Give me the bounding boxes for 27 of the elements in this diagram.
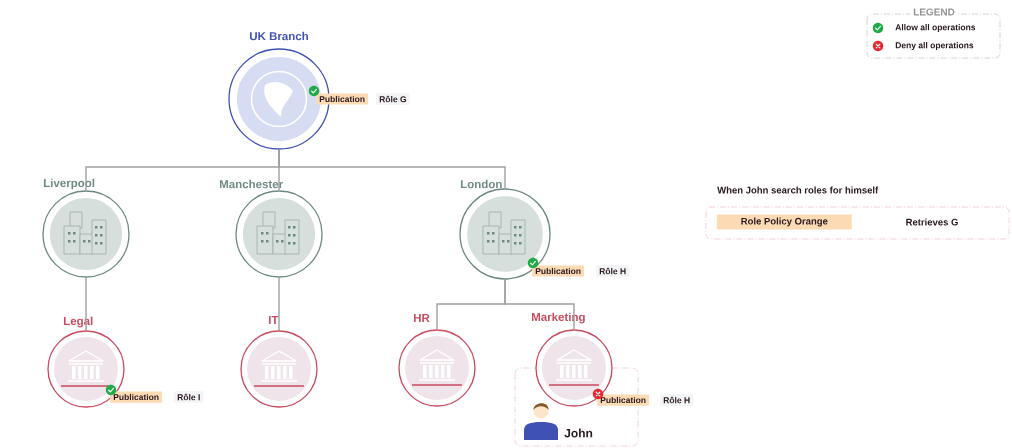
node-heading: London — [460, 179, 502, 189]
result-text: Retrieves G — [906, 218, 958, 226]
node-heading: Legal — [63, 316, 93, 328]
role-tag: Rôle G — [376, 93, 410, 105]
connector-line — [278, 277, 280, 331]
role-tag: Rôle H — [596, 265, 630, 277]
node-heading: HR — [413, 314, 430, 322]
node-heading: Marketing — [531, 312, 585, 324]
connector-line — [278, 149, 506, 189]
legend-text: Deny all operations — [895, 42, 974, 50]
person-name: John — [564, 428, 593, 438]
node-heading: IT — [268, 316, 279, 324]
publication-tag: Publication — [532, 265, 584, 277]
node-heading: UK Branch — [250, 31, 308, 41]
legend-title: LEGEND — [910, 7, 958, 17]
node-heading: Liverpool — [43, 178, 95, 190]
policy-heading: When John search roles for himself — [717, 186, 879, 194]
publication-tag: Publication — [110, 391, 162, 403]
publication-tag: Publication — [597, 394, 649, 406]
publication-tag: Publication — [316, 93, 368, 105]
connector-line — [85, 277, 87, 331]
connector-line — [504, 279, 575, 330]
role-tag: Rôle I — [174, 391, 204, 403]
role-tag: Rôle H — [660, 394, 694, 406]
legend-text: Allow all operations — [895, 24, 976, 32]
policy-tag: Role Policy Orange — [716, 214, 852, 230]
node-heading: Manchester — [219, 179, 283, 189]
